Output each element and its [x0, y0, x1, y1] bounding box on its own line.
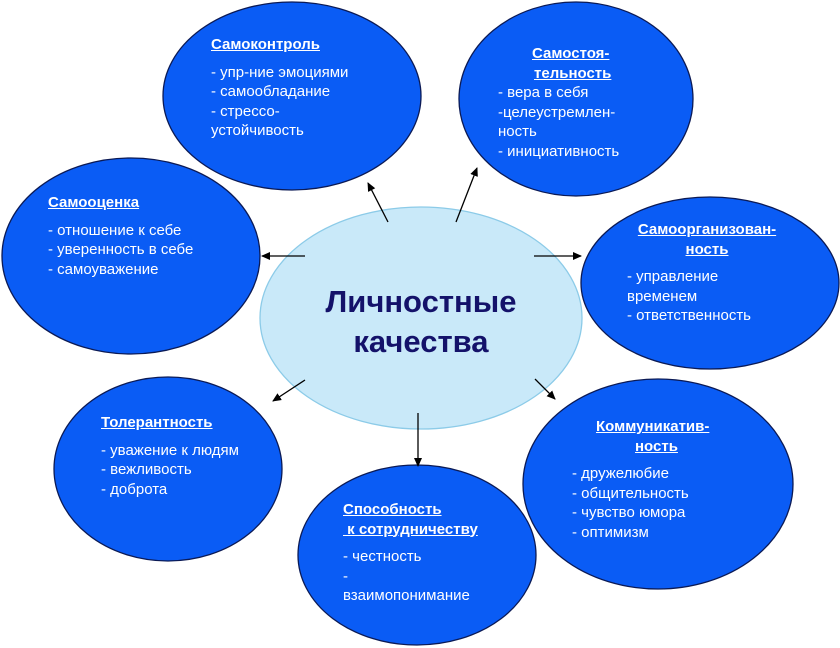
node-independence: Самостоя- тельность - вера в себя -целеу… [498, 44, 619, 161]
list-item: - ответственность [627, 307, 751, 324]
list-item: - управление [627, 268, 719, 285]
list-item: -целеустремлен- [498, 103, 616, 121]
arrow-to-self-control [367, 182, 389, 223]
list-item: устойчивость [211, 122, 304, 139]
node-tolerance: Толерантность - уважение к людям - вежли… [101, 413, 239, 499]
node-title-line1: Самостоя- [532, 45, 610, 62]
list-item: - самообладание [211, 83, 331, 100]
list-item: - вера в себя [498, 84, 589, 101]
arrow-to-tolerance [272, 379, 306, 402]
arrow-to-independence [455, 167, 478, 223]
node-communicativeness: Коммуникатив- ность - дружелюбие - общит… [572, 417, 709, 542]
node-independence-shape [458, 1, 694, 197]
list-item: взаимопонимание [343, 587, 470, 604]
node-communicativeness-shape [522, 378, 794, 590]
list-item: - общительность [572, 484, 689, 502]
node-self-control: Самоконтроль - упр-ние эмоциями - самооб… [211, 35, 348, 141]
center-node-shape [259, 206, 583, 430]
list-item: - дружелюбие [572, 465, 669, 482]
list-item: - самоуважение [48, 260, 159, 278]
list-item: - отношение к себе [48, 221, 182, 239]
node-title-line2: тельность [534, 64, 612, 82]
list-item: - вежливость [101, 461, 192, 478]
list-item: - уважение к людям [101, 441, 239, 459]
node-self-organization: Самоорганизован- ность - управление врем… [627, 220, 787, 326]
node-tolerance-shape [53, 376, 283, 562]
node-title-line1: Самоорганизован- [637, 221, 777, 238]
list-item: - уверенность в себе [48, 241, 194, 258]
node-title-line1: Коммуникатив- [596, 418, 710, 435]
list-item: - инициативность [498, 142, 620, 160]
node-title: Самооценка [48, 194, 140, 211]
center-node-label: Личностные качества [260, 282, 582, 362]
node-title-line1: Способность [343, 501, 442, 518]
node-self-esteem-shape [1, 157, 261, 355]
node-title-line2: ность [635, 437, 678, 455]
list-item: - стрессо- [211, 102, 280, 120]
node-title-line2: ность [685, 240, 729, 258]
list-item: ность [498, 123, 537, 140]
list-item: временем [627, 287, 698, 305]
list-item: - доброта [101, 480, 168, 498]
node-cooperation: Способность к сотрудничеству - честность… [343, 500, 478, 606]
node-self-control-shape [162, 1, 422, 191]
list-item: - оптимизм [572, 523, 649, 541]
node-title: Толерантность [101, 414, 213, 431]
arrow-to-communicativeness [534, 378, 556, 400]
list-item: - честность [343, 548, 422, 565]
node-title: Самоконтроль [211, 36, 320, 53]
center-label-line2: качества [353, 324, 489, 359]
node-title-line2: к сотрудничеству [343, 520, 478, 538]
node-self-organization-shape [580, 196, 840, 370]
center-label-line1: Личностные [325, 284, 517, 319]
list-item: - [343, 567, 348, 585]
list-item: - упр-ние эмоциями [211, 63, 349, 81]
list-item: - чувство юмора [572, 504, 686, 521]
node-self-esteem: Самооценка - отношение к себе - уверенно… [48, 193, 193, 279]
